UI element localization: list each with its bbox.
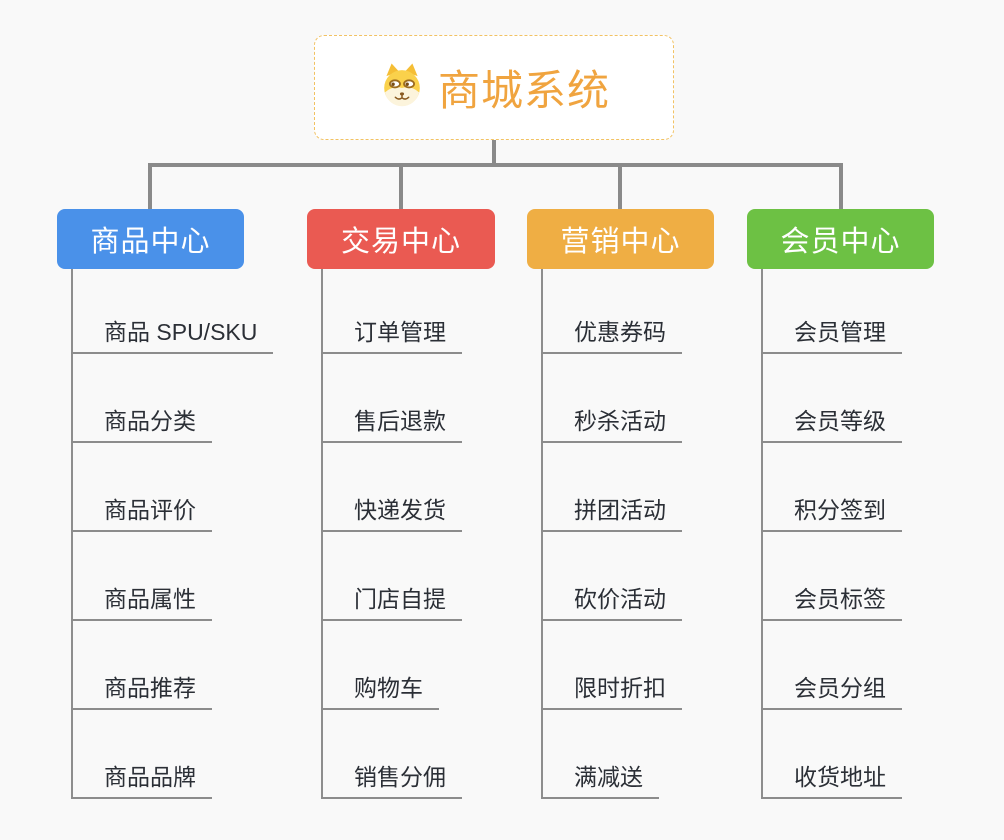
connector-drop-trade	[399, 163, 403, 210]
branch-label: 交易中心	[340, 226, 461, 258]
branch-label: 会员中心	[780, 226, 901, 258]
subtopic[interactable]: 拼团活动	[541, 494, 682, 532]
subtopic[interactable]: 限时折扣	[541, 672, 682, 710]
branch-label: 商品中心	[90, 226, 211, 258]
subtopic[interactable]: 会员等级	[761, 405, 902, 443]
subtopic[interactable]: 会员标签	[761, 583, 902, 621]
subtopic[interactable]: 商品推荐	[71, 672, 212, 710]
branch-node-trade[interactable]: 交易中心	[307, 209, 495, 269]
subtopic[interactable]: 会员分组	[761, 672, 902, 710]
root-stem-connector	[492, 139, 496, 165]
subtopic[interactable]: 优惠券码	[541, 316, 682, 354]
branch-bus-connector	[148, 163, 843, 167]
subtopic[interactable]: 门店自提	[321, 583, 462, 621]
subtopic[interactable]: 订单管理	[321, 316, 462, 354]
spine-trade	[321, 269, 323, 799]
subtopic[interactable]: 商品分类	[71, 405, 212, 443]
subtopic[interactable]: 购物车	[321, 672, 439, 710]
subtopic[interactable]: 商品评价	[71, 494, 212, 532]
root-topic-title: 商城系统	[437, 67, 610, 114]
connector-drop-members	[839, 163, 843, 210]
subtopic[interactable]: 满减送	[541, 761, 659, 799]
subtopic[interactable]: 商品 SPU/SKU	[71, 316, 274, 354]
spine-members	[761, 269, 763, 799]
branch-node-members[interactable]: 会员中心	[747, 209, 934, 269]
subtopic[interactable]: 会员管理	[761, 316, 902, 354]
branch-label: 营销中心	[560, 226, 681, 258]
subtopic[interactable]: 收货地址	[761, 761, 902, 799]
subtopic[interactable]: 快递发货	[321, 494, 462, 532]
subtopic[interactable]: 售后退款	[321, 405, 462, 443]
shiba-dog-icon	[378, 62, 426, 113]
branch-node-products[interactable]: 商品中心	[57, 209, 244, 269]
subtopic[interactable]: 销售分佣	[321, 761, 462, 799]
spine-marketing	[541, 269, 543, 799]
subtopic[interactable]: 砍价活动	[541, 583, 682, 621]
connector-drop-products	[148, 163, 152, 210]
connector-drop-marketing	[618, 163, 622, 210]
subtopic[interactable]: 秒杀活动	[541, 405, 682, 443]
spine-products	[71, 269, 73, 799]
root-topic[interactable]: 商城系统	[314, 35, 674, 140]
branch-node-marketing[interactable]: 营销中心	[527, 209, 714, 269]
subtopic[interactable]: 商品品牌	[71, 761, 212, 799]
subtopic[interactable]: 积分签到	[761, 494, 902, 532]
subtopic[interactable]: 商品属性	[71, 583, 212, 621]
